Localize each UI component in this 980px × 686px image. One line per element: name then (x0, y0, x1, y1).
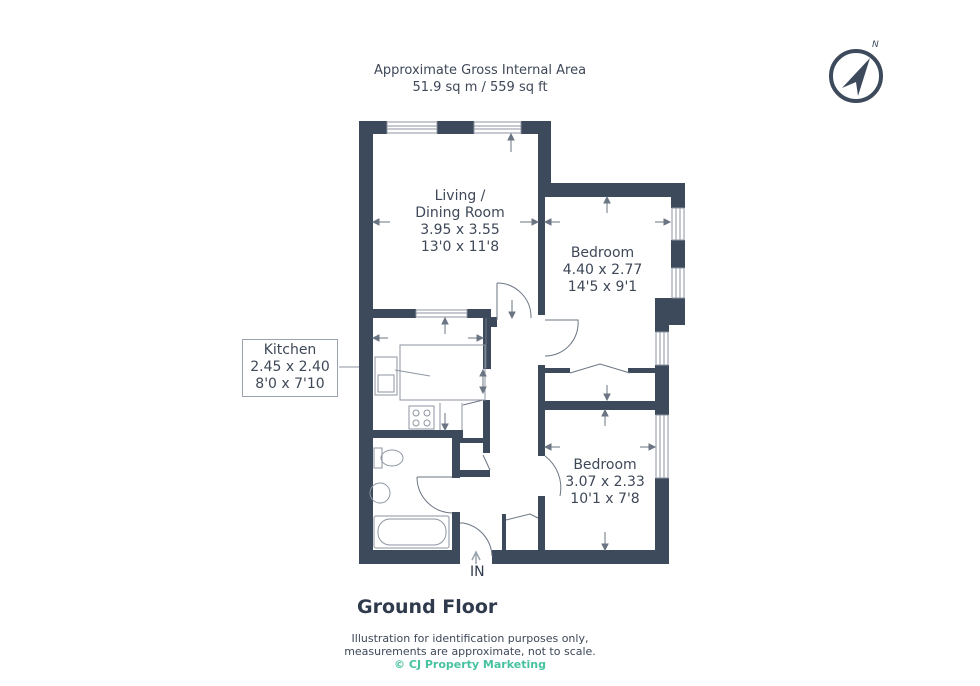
entrance-label: IN (470, 564, 485, 580)
disclaimer-line-2: measurements are approximate, not to sca… (344, 645, 596, 658)
disclaimer-line-1: Illustration for identification purposes… (351, 632, 589, 645)
room-label-bedroom-1: Bedroom 4.40 x 2.77 14'5 x 9'1 (562, 245, 643, 295)
kitchen-fittings (339, 344, 486, 430)
doors (416, 282, 631, 557)
area-value: 51.9 sq m / 559 sq ft (412, 80, 548, 95)
room-label-bedroom-2: Bedroom 3.07 x 2.33 10'1 x 7'8 (565, 457, 645, 507)
room-label-living: Living / Dining Room 3.95 x 3.55 13'0 x … (415, 188, 505, 255)
room-label-kitchen: Kitchen 2.45 x 2.40 8'0 x 7'10 (242, 339, 338, 397)
measure-arrows (371, 132, 672, 552)
windows (386, 121, 685, 479)
area-title: Approximate Gross Internal Area (373, 63, 587, 78)
credit: © CJ Property Marketing (394, 658, 546, 671)
entrance-arrow-icon (471, 550, 481, 564)
disclaimer: Illustration for identification purposes… (330, 632, 610, 671)
svg-text:N: N (872, 40, 879, 50)
walls (359, 121, 685, 564)
compass-north-icon: N (829, 40, 883, 103)
floor-title: Ground Floor (357, 596, 498, 618)
bathroom-fittings (369, 447, 450, 549)
area-header: Approximate Gross Internal Area 51.9 sq … (330, 62, 630, 96)
